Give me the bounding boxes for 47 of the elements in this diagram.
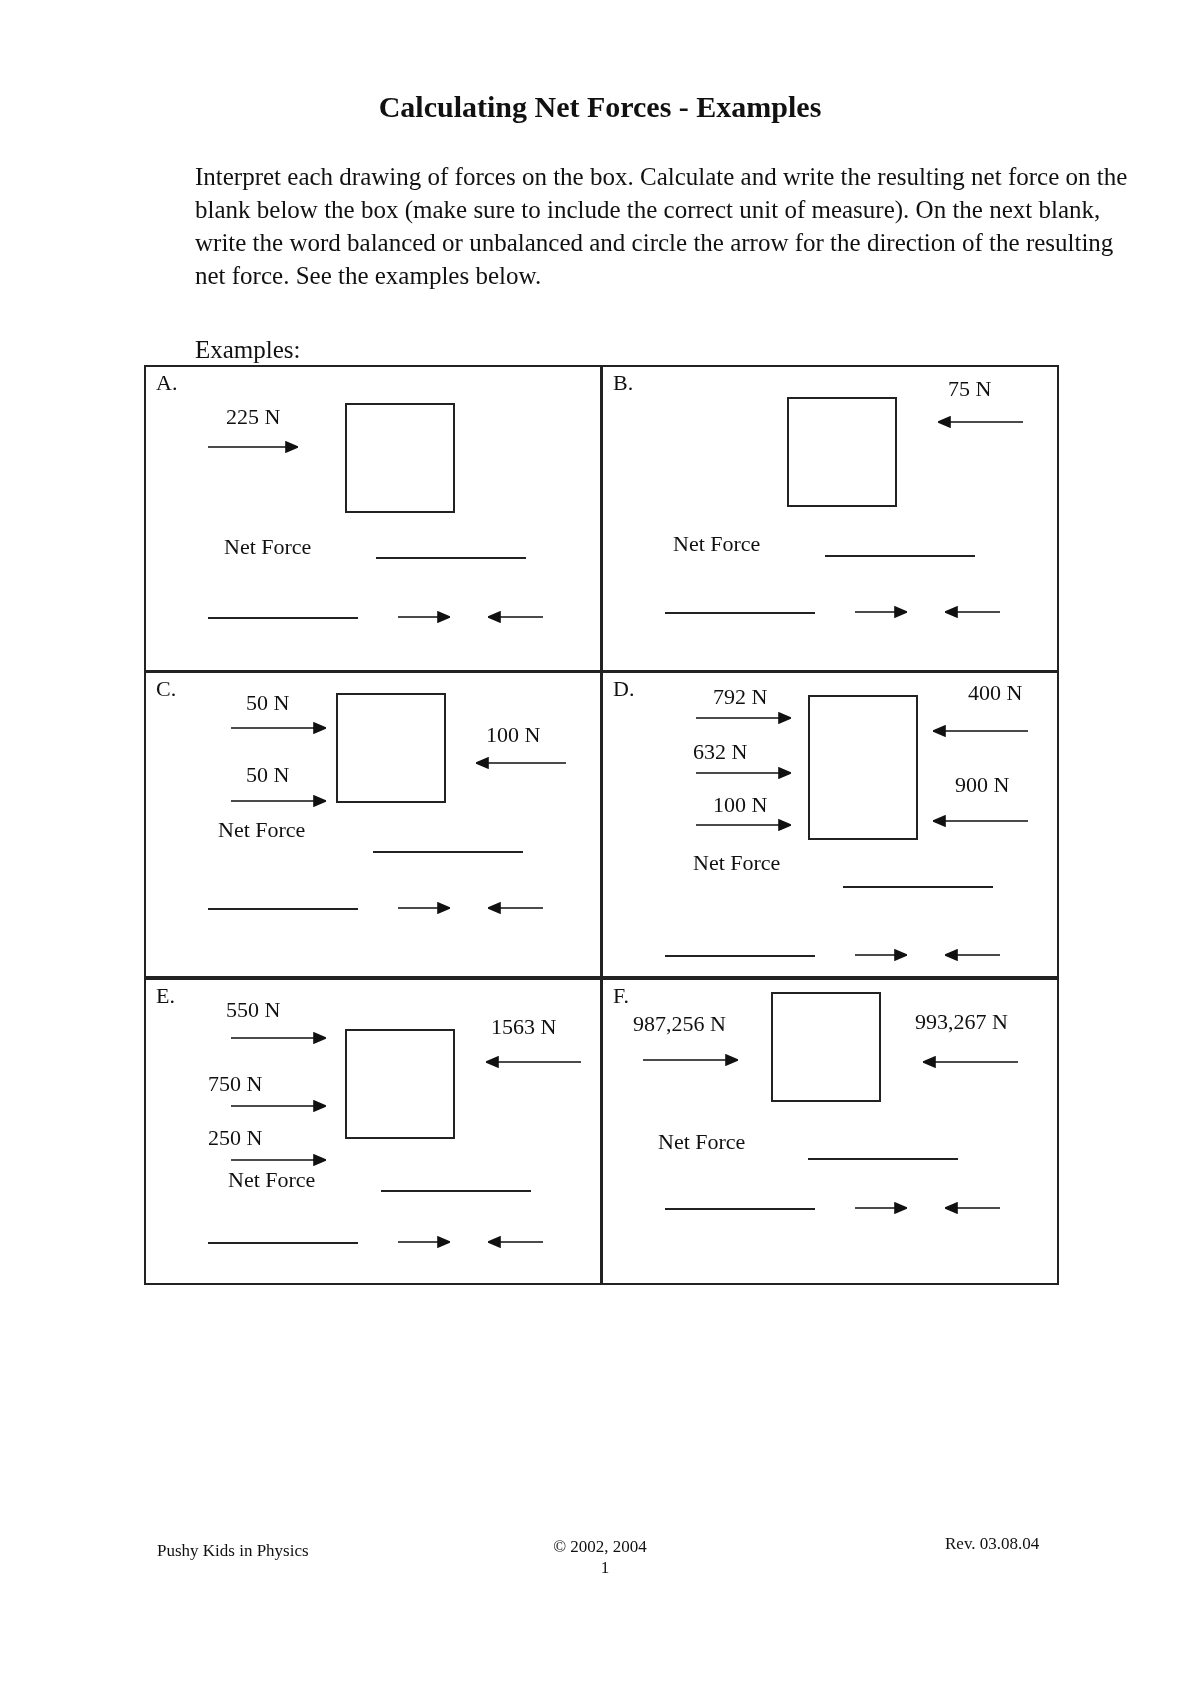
panel-letter: F.	[613, 984, 629, 1009]
force-value: 993,267 N	[915, 1010, 1008, 1035]
force-value: 550 N	[226, 998, 281, 1023]
revision-text: Rev. 03.08.04	[945, 1534, 1040, 1554]
box-outline	[345, 403, 455, 513]
force-value: 792 N	[713, 685, 768, 710]
panel-frame	[144, 365, 602, 672]
footer-text: Pushy Kids in Physics	[157, 1541, 309, 1561]
box-outline	[808, 695, 918, 840]
panel-frame	[144, 978, 602, 1285]
force-value: 100 N	[486, 723, 541, 748]
force-value: 225 N	[226, 405, 281, 430]
panel-letter: A.	[156, 371, 178, 396]
force-value: 50 N	[246, 763, 290, 788]
net-force-label: Net Force	[228, 1168, 316, 1193]
force-value: 100 N	[713, 793, 768, 818]
copyright-text: © 2002, 2004	[552, 1537, 648, 1557]
title: Calculating Net Forces - Examples	[377, 90, 823, 124]
page-number: 1	[599, 1558, 611, 1578]
panel-letter: D.	[613, 677, 635, 702]
box-outline	[336, 693, 446, 803]
panel-frame	[144, 671, 602, 978]
force-value: 632 N	[693, 740, 748, 765]
force-value: 900 N	[955, 773, 1010, 798]
panel-frame	[601, 978, 1059, 1285]
net-force-label: Net Force	[658, 1130, 746, 1155]
force-value: 75 N	[948, 377, 992, 402]
panel-letter: C.	[156, 677, 177, 702]
panel-frame	[601, 671, 1059, 978]
box-outline	[771, 992, 881, 1102]
force-value: 400 N	[968, 681, 1023, 706]
force-value: 987,256 N	[633, 1012, 726, 1037]
net-force-label: Net Force	[218, 818, 306, 843]
panel-frame	[601, 365, 1059, 672]
box-outline	[787, 397, 897, 507]
force-value: 750 N	[208, 1072, 263, 1097]
net-force-label: Net Force	[224, 535, 312, 560]
net-force-label: Net Force	[693, 851, 781, 876]
net-force-label: Net Force	[673, 532, 761, 557]
force-value: 1563 N	[491, 1015, 557, 1040]
instructions-text: Interpret each drawing of forces on the box. Calculate and write the resulting net force on the blank below the box (make sure to include the correct unit of measure). On the next blank, write the word balanced or unbalanced and circle the arrow for the direction of the resulting net force. See the examples below.	[195, 162, 1129, 291]
panel-letter: E.	[156, 984, 175, 1009]
force-value: 250 N	[208, 1126, 263, 1151]
box-outline	[345, 1029, 455, 1139]
section-heading: Examples:	[195, 336, 301, 364]
panel-letter: B.	[613, 371, 634, 396]
force-value: 50 N	[246, 691, 290, 716]
